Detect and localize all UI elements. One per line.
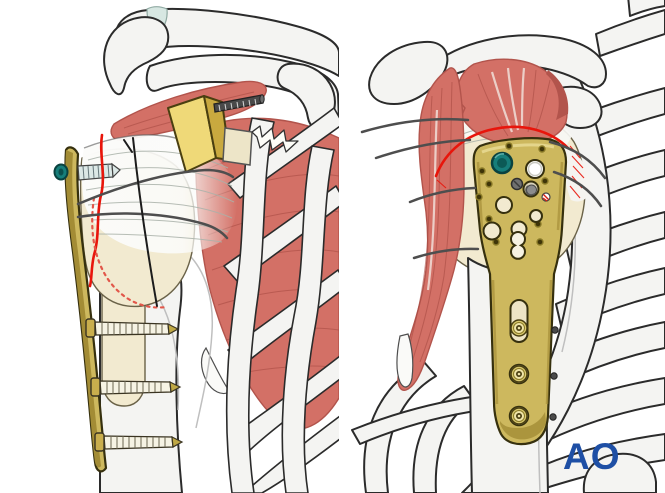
proximal-hardware [167, 94, 299, 173]
empty-plate-hole [529, 209, 543, 223]
shaft-locking-screw [510, 319, 528, 337]
suture [76, 212, 229, 240]
shoulder-girdle-bones [103, 6, 339, 129]
fracture-line [88, 133, 105, 288]
screw-shank-block [222, 127, 253, 166]
marker-pin [541, 192, 551, 202]
threaded-rod [213, 94, 265, 113]
suture [412, 247, 480, 260]
head-position-marking [91, 196, 168, 309]
suture-mark [123, 139, 133, 153]
ribs-behind-arm [351, 361, 483, 493]
screw-tips [549, 326, 559, 421]
shaft-screw [85, 318, 180, 338]
frontal-view-panel: AO [351, 0, 665, 493]
lateral-view-panel [53, 6, 339, 493]
shaft-screws-lateral [85, 318, 184, 452]
plate-tip-shading [500, 412, 546, 440]
shaft-screw [94, 432, 184, 452]
locking-plate-frontal [472, 137, 568, 446]
empty-plate-hole [495, 196, 513, 214]
gray-screw [510, 177, 524, 191]
suture-needle-path [132, 137, 158, 307]
acromion [368, 40, 449, 105]
acromion [103, 16, 170, 96]
suture [408, 186, 477, 204]
recessed-screw-hole [522, 180, 540, 198]
suture [76, 168, 235, 206]
teal-screw-recess [497, 158, 507, 168]
bone-end-bottom-right [582, 452, 657, 493]
shaft-locking-screw [508, 405, 530, 427]
shaft-screw [90, 377, 182, 397]
ribs [223, 107, 339, 493]
shaft-locking-screw [508, 363, 530, 385]
lag-screw [251, 125, 299, 153]
combination-hole [509, 231, 527, 260]
ao-logo: AO [563, 436, 621, 477]
suture [374, 138, 472, 160]
muscle-tendon-tip [200, 346, 231, 395]
cerclage-sutures [76, 137, 235, 307]
suture [360, 117, 470, 134]
cerclage-sutures [360, 117, 607, 260]
suture [552, 170, 603, 208]
teal-screw-recess [58, 168, 64, 176]
suture [548, 140, 607, 180]
deltoid-insertion-tendon [396, 333, 414, 388]
deltoid-muscle [396, 67, 465, 391]
empty-plate-hole [482, 221, 502, 241]
